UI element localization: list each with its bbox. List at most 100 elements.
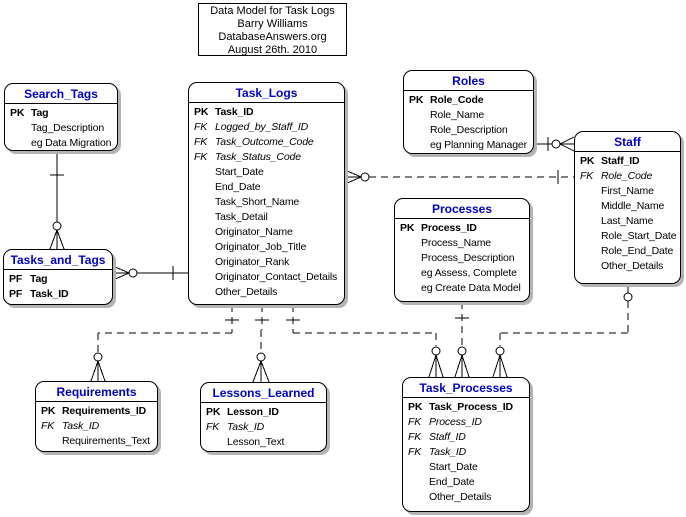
attribute-row: PF Task_ID [9, 287, 110, 302]
key-indicator [408, 490, 429, 505]
key-indicator [580, 244, 601, 259]
entity-title-staff: Staff [575, 132, 680, 152]
attribute-name: Other_Details [601, 260, 664, 272]
attribute-name: Last_Name [601, 215, 654, 227]
key-indicator: PF [9, 273, 23, 285]
zero-cardinality-circle [623, 292, 633, 302]
attribute-row: Role_Description [409, 123, 531, 138]
attribute-name: Role_Code [601, 170, 653, 182]
attribute-row: Role_Name [409, 108, 531, 123]
connector-staff_to_task-processes [492, 284, 633, 378]
entity-title-tasks-and-tags: Tasks_and_Tags [4, 250, 112, 270]
attribute-row: Originator_Name [194, 225, 342, 240]
attribute-row: Middle_Name [580, 199, 678, 214]
diagram-title-box: Data Model for Task Logs Barry Williams … [198, 3, 347, 56]
attribute-name: Role_Start_Date [601, 230, 677, 242]
attribute-name: Role_Description [430, 124, 508, 136]
key-indicator: PF [9, 288, 23, 300]
key-indicator: FK [206, 421, 220, 433]
attribute-name: Task_ID [215, 106, 254, 118]
attribute-row: Process_Name [400, 236, 527, 251]
key-indicator [206, 435, 227, 450]
key-indicator [194, 255, 215, 270]
attribute-name: Staff_ID [601, 155, 640, 167]
attribute-name: Requirements_ID [62, 405, 147, 417]
attribute-name: Role_Name [430, 109, 485, 121]
key-indicator [409, 138, 430, 153]
attribute-row: Originator_Job_Title [194, 240, 342, 255]
attribute-name: eg Create Data Model [421, 282, 521, 294]
diagram-author: Barry Williams [237, 18, 308, 30]
key-indicator: FK [408, 431, 422, 443]
attribute-row: Other_Details [194, 285, 342, 300]
attribute-name: Originator_Job_Title [215, 241, 307, 253]
key-indicator: FK [408, 416, 422, 428]
key-indicator: FK [41, 420, 55, 432]
attribute-row: Lesson_Text [206, 435, 324, 450]
entity-title-task-processes: Task_Processes [403, 378, 529, 398]
attribute-name: Middle_Name [601, 200, 665, 212]
key-indicator: FK [194, 136, 208, 148]
attribute-row: PF Tag [9, 272, 110, 287]
key-indicator [580, 199, 601, 214]
attribute-row: Other_Details [408, 490, 527, 505]
key-indicator [400, 281, 421, 296]
attribute-name: eg Planning Manager [430, 139, 527, 151]
key-indicator [580, 214, 601, 229]
attribute-name: Process_ID [429, 416, 482, 428]
attribute-row: FK Task_ID [41, 419, 155, 434]
attribute-name: Requirements_Text [62, 435, 150, 447]
attribute-row: eg Assess, Complete [400, 266, 527, 281]
key-indicator [194, 240, 215, 255]
attribute-name: End_Date [429, 476, 475, 488]
key-indicator [408, 475, 429, 490]
attribute-name: Task_ID [30, 288, 69, 300]
zero-cardinality-circle [495, 346, 505, 356]
diagram-date: August 26th. 2010 [227, 44, 318, 56]
attribute-row: eg Create Data Model [400, 281, 527, 296]
zero-cardinality-circle [52, 221, 62, 231]
entity-title-task-logs: Task_Logs [189, 83, 344, 103]
zero-cardinality-circle [360, 172, 370, 182]
key-indicator [10, 136, 31, 151]
zero-cardinality-circle [431, 346, 441, 356]
attribute-name: Task_Outcome_Code [215, 136, 314, 148]
key-indicator [194, 270, 215, 285]
attribute-name: Lesson_ID [227, 406, 279, 418]
attribute-name: Originator_Rank [215, 256, 290, 268]
key-indicator: PK [10, 107, 25, 119]
attribute-row: FK Task_Outcome_Code [194, 135, 342, 150]
key-indicator [580, 229, 601, 244]
zero-cardinality-circle [551, 139, 561, 149]
key-indicator: PK [400, 222, 415, 234]
zero-cardinality-circle [93, 352, 103, 362]
attribute-name: Tag [30, 273, 48, 285]
key-indicator: FK [194, 121, 208, 133]
key-indicator [409, 123, 430, 138]
key-indicator: FK [408, 446, 422, 458]
key-indicator [400, 251, 421, 266]
entity-title-requirements: Requirements [36, 382, 157, 402]
key-indicator [194, 195, 215, 210]
key-indicator: PK [206, 406, 221, 418]
key-indicator [400, 266, 421, 281]
connector-tasks-and-tags_to_task-logs [112, 265, 188, 281]
attribute-name: Task_ID [62, 420, 100, 432]
attribute-name: Task_Status_Code [215, 151, 301, 163]
entity-title-roles: Roles [404, 71, 533, 91]
